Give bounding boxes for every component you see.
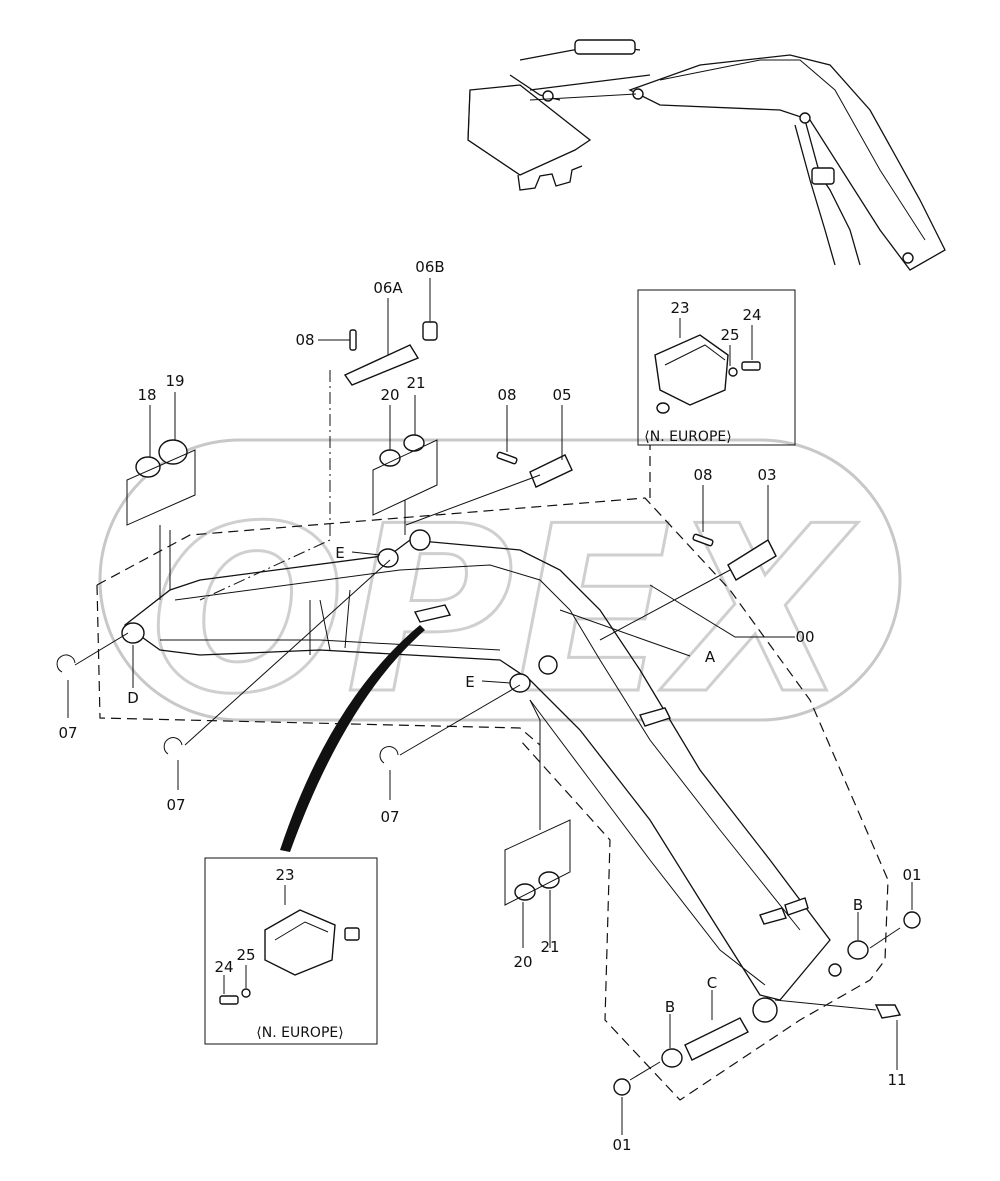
- callout-21-bottom: 21: [540, 938, 559, 956]
- callout-05: 05: [552, 386, 571, 404]
- callout-11: 11: [887, 1071, 906, 1089]
- callout-25-bottom: 25: [236, 946, 255, 964]
- callout-24-top: 24: [742, 306, 761, 324]
- ring-07-left: [56, 654, 76, 673]
- bushing-D: [121, 622, 145, 644]
- inset-bottom-note: ⟨N. EUROPE⟩: [256, 1025, 343, 1041]
- pin-08-right: [692, 533, 714, 547]
- callout-18: 18: [137, 386, 156, 404]
- washer-21-bottom: [538, 871, 560, 889]
- callout-23-bottom: 23: [275, 866, 294, 884]
- callout-19: 19: [165, 372, 184, 390]
- inset-top-note: ⟨N. EUROPE⟩: [644, 429, 731, 445]
- callout-23-top: 23: [670, 299, 689, 317]
- washer-20-top: [379, 449, 401, 467]
- boss-E-top: [377, 548, 399, 568]
- callout-25-top: 25: [720, 326, 739, 344]
- callout-A: A: [705, 648, 716, 666]
- ring-07-center: [379, 746, 399, 764]
- callout-21-top: 21: [406, 374, 425, 392]
- callout-20-top: 20: [380, 386, 399, 404]
- pin-03: [727, 538, 777, 581]
- grease-fitting-11: [874, 1004, 902, 1019]
- bolt-24-top: [741, 361, 761, 371]
- callout-B-right: B: [853, 896, 863, 914]
- callout-03: 03: [757, 466, 776, 484]
- inset-bottom-n-europe: ⟨N. EUROPE⟩: [204, 857, 378, 1045]
- pin-05: [529, 454, 573, 488]
- callout-07-center: 07: [380, 808, 399, 826]
- washer-25-bottom: [241, 988, 251, 998]
- pin-C: [684, 1017, 749, 1061]
- callout-E-top: E: [335, 544, 344, 562]
- guard-23-bottom: [264, 909, 336, 976]
- callout-00: 00: [795, 628, 814, 646]
- callout-07-left: 07: [58, 724, 77, 742]
- callout-07-mid: 07: [166, 796, 185, 814]
- dashed-outlines: [96, 445, 889, 1101]
- callout-08-top: 08: [295, 331, 314, 349]
- washer-21-top: [403, 434, 425, 452]
- guard-23-top: [654, 334, 729, 406]
- callout-24-bottom: 24: [214, 958, 233, 976]
- callout-01-bottom: 01: [612, 1136, 631, 1154]
- callout-D: D: [127, 689, 139, 707]
- washer-20-bottom: [514, 883, 536, 901]
- ring-07-mid: [163, 737, 183, 755]
- watermark-text: OPEX: [150, 478, 858, 745]
- bolt-24-bottom: [219, 995, 239, 1005]
- callout-labels: 06A 06B 08 18 19 20 21 08 05 23 25 24 08…: [58, 258, 921, 1154]
- bushing-B-right: [847, 940, 869, 960]
- watermark: OPEX: [98, 438, 902, 747]
- callout-E-mid: E: [465, 673, 474, 691]
- overview-excavator-sketch: [467, 39, 946, 271]
- inset-top-n-europe: ⟨N. EUROPE⟩: [637, 289, 796, 446]
- pin-08-mid: [496, 451, 518, 465]
- leader-lines: [67, 278, 913, 1135]
- pin-08-top: [349, 329, 357, 351]
- ring-01-bottom: [613, 1078, 631, 1096]
- washer-18: [135, 456, 161, 478]
- callout-06B: 06B: [415, 258, 444, 276]
- callout-01-right: 01: [902, 866, 921, 884]
- plug-06B: [422, 321, 438, 341]
- washer-25-top: [728, 367, 738, 377]
- bushing-B-left: [661, 1048, 683, 1068]
- callout-B-left: B: [665, 998, 675, 1016]
- callout-20-bottom: 20: [513, 953, 532, 971]
- washer-19: [158, 439, 188, 465]
- callout-08-mid: 08: [497, 386, 516, 404]
- callout-06A: 06A: [373, 279, 403, 297]
- ring-01-right: [903, 911, 921, 929]
- callout-C: C: [707, 974, 717, 992]
- parts: [56, 321, 921, 1096]
- inset-pointer: [280, 625, 425, 852]
- boom-body: [123, 529, 842, 1023]
- callout-08-right: 08: [693, 466, 712, 484]
